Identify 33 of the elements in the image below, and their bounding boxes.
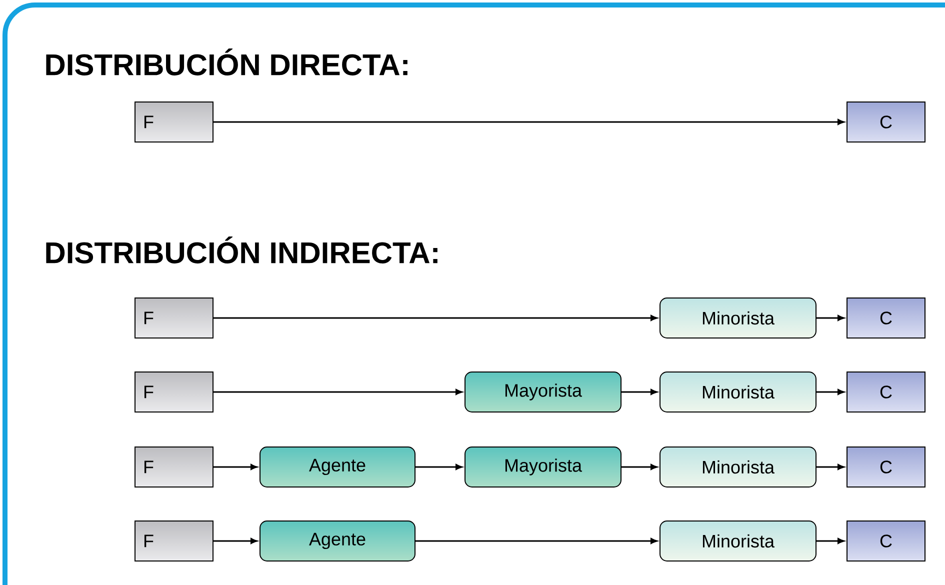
arrow	[816, 389, 844, 395]
retailer-box: Minorista	[660, 446, 816, 488]
intermediary-box: Agente	[260, 446, 416, 488]
arrow	[816, 464, 844, 470]
source-box: F	[134, 520, 214, 562]
consumer-box: C	[846, 102, 926, 142]
source-box: F	[134, 372, 214, 412]
intermediary-box: Mayorista	[464, 372, 622, 412]
consumer-box: C	[846, 446, 926, 488]
source-box: F	[134, 102, 214, 142]
source-box: F	[134, 446, 214, 488]
arrow	[214, 315, 658, 321]
arrow	[416, 464, 462, 470]
arrow	[214, 464, 258, 470]
arrow	[416, 538, 658, 544]
source-box: F	[134, 298, 214, 338]
arrow	[816, 538, 844, 544]
section-heading: DISTRIBUCIÓN DIRECTA:	[46, 48, 408, 76]
arrow	[622, 464, 658, 470]
intermediary-box: Mayorista	[464, 446, 622, 488]
retailer-box: Minorista	[660, 520, 816, 562]
arrow	[214, 389, 462, 395]
arrow	[214, 119, 844, 125]
consumer-box: C	[846, 298, 926, 338]
arrow	[622, 389, 658, 395]
arrow	[816, 315, 844, 321]
intermediary-box: Agente	[260, 520, 416, 562]
consumer-box: C	[846, 520, 926, 562]
retailer-box: Minorista	[660, 298, 816, 338]
section-heading: DISTRIBUCIÓN INDIRECTA:	[46, 236, 438, 264]
retailer-box: Minorista	[660, 372, 816, 412]
arrow	[214, 538, 258, 544]
consumer-box: C	[846, 372, 926, 412]
